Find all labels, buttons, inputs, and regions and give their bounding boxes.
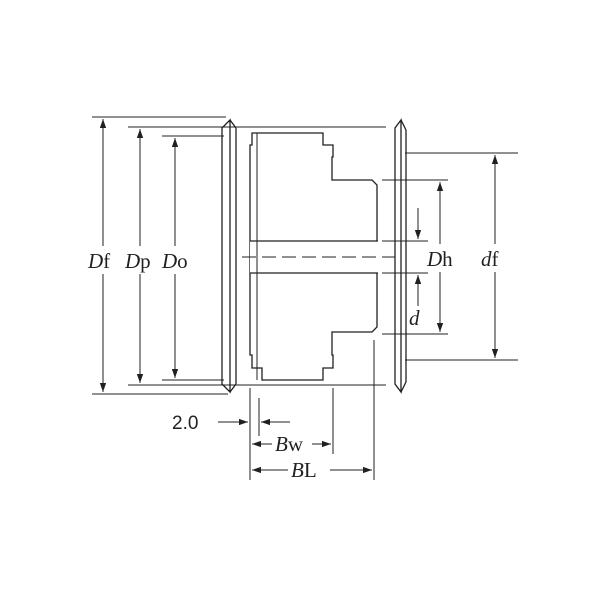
label-Do: Do: [161, 249, 188, 273]
label-Bw: Bw: [275, 432, 304, 456]
label-df: df: [481, 247, 499, 271]
label-backgrounds: [86, 244, 514, 482]
label-BL: BL: [291, 458, 317, 482]
label-flange-thickness: 2.0: [172, 413, 198, 434]
dimension-arrows: [99, 119, 499, 474]
label-Dp: Dp: [124, 249, 151, 273]
dimension-labels: Df Dp Do Dh df d Bw BL 2.0: [87, 247, 499, 482]
bottom-extension-lines: [249, 340, 375, 480]
label-d: d: [409, 306, 420, 330]
left-flange: [221, 118, 237, 394]
label-Df: Df: [87, 249, 110, 273]
right-flange: [394, 118, 407, 394]
hub-section: [249, 132, 378, 381]
pulley-body: [242, 132, 395, 381]
label-Dh: Dh: [426, 247, 453, 271]
right-extension-lines: [382, 152, 518, 361]
left-extension-lines: [92, 116, 386, 395]
